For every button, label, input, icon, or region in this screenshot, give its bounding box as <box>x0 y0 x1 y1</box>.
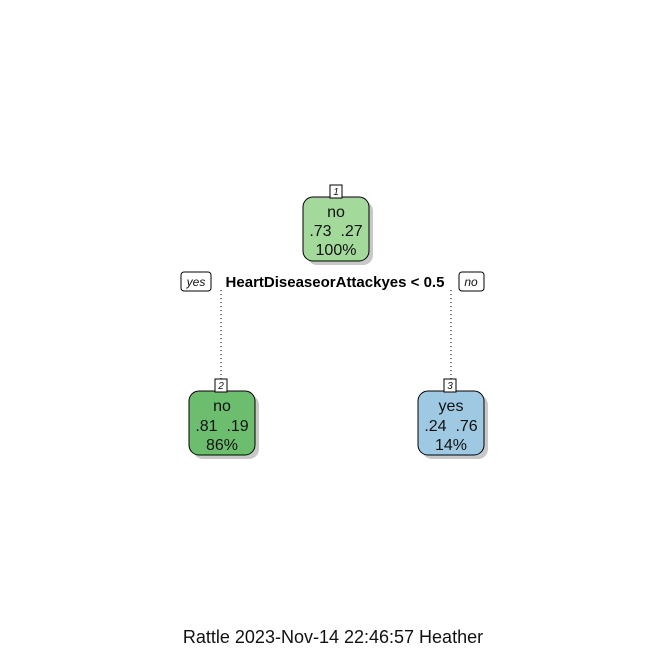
node-1-class-label: no <box>327 204 345 221</box>
tree-node-2: 2 no .81 .19 86% <box>188 378 259 459</box>
node-2-probabilities: .81 .19 <box>195 418 248 435</box>
node-2-id: 2 <box>217 381 224 392</box>
node-3-class-label: yes <box>439 398 464 415</box>
node-2-id-box <box>214 378 228 393</box>
branch-yes-box <box>180 271 212 292</box>
node-1-id: 1 <box>333 187 339 198</box>
branch-no-box <box>458 271 485 292</box>
node-3-id-box <box>443 378 457 393</box>
node-1-probabilities: .73 .27 <box>309 223 362 240</box>
node-3-percentage: 14% <box>435 437 467 454</box>
footer-caption: Rattle 2023-Nov-14 22:46:57 Heather <box>183 627 483 647</box>
node-1-percentage: 100% <box>316 242 357 259</box>
branch-yes-label: yes <box>186 275 206 289</box>
node-2-class-label: no <box>213 398 231 415</box>
node-3-probabilities: .24 .76 <box>424 418 477 435</box>
split-row: yes HeartDiseaseorAttackyes < 0.5 no <box>180 271 485 292</box>
node-3-id: 3 <box>447 381 453 392</box>
node-2-percentage: 86% <box>206 437 238 454</box>
branch-no-label: no <box>464 275 478 289</box>
split-condition: HeartDiseaseorAttackyes < 0.5 <box>226 274 445 291</box>
tree-node-3: 3 yes .24 .76 14% <box>417 378 488 459</box>
tree-node-1: 1 no .73 .27 100% <box>302 184 373 265</box>
node-1-id-box <box>329 184 343 199</box>
